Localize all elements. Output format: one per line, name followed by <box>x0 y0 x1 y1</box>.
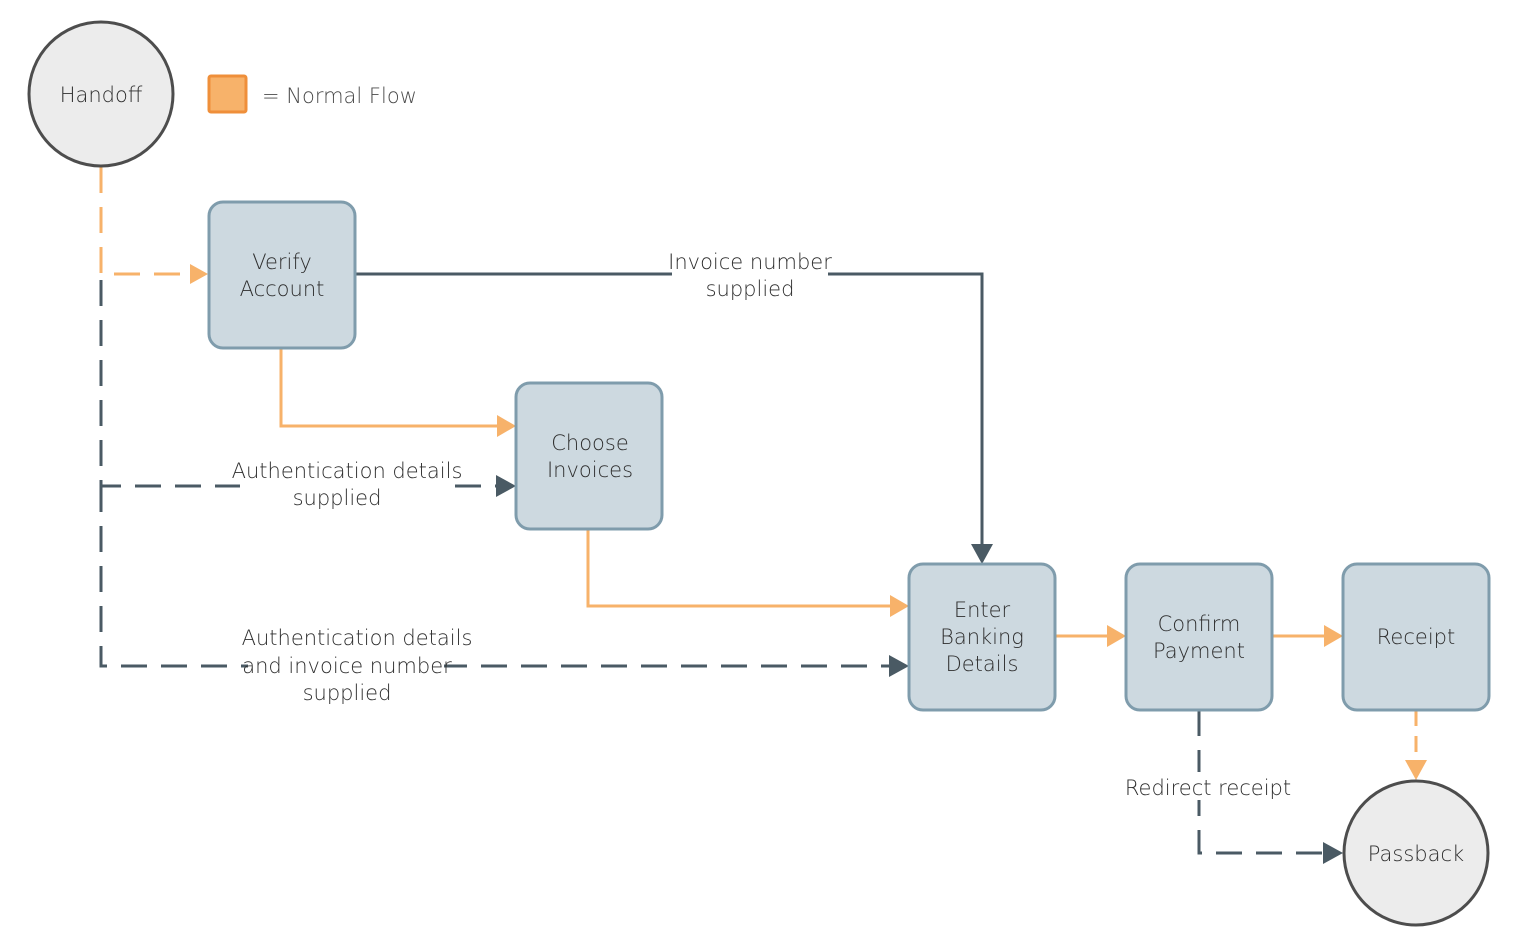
node-passback: Passback <box>1342 779 1490 927</box>
edge-label-line: supplied <box>706 277 795 301</box>
node-label-line: Banking <box>940 625 1024 649</box>
edge-label-line: Invoice number <box>668 250 832 274</box>
edge-confirm-to-passback <box>1197 710 1343 864</box>
edge-label-auth-and-invoice-supplied: Authentication details and invoice numbe… <box>242 626 473 705</box>
legend-label: = Normal Flow <box>262 84 417 108</box>
node-label-line: Details <box>946 652 1019 676</box>
edge-label-text: Redirect receipt <box>1125 776 1291 800</box>
edge-choose-to-enter-banking <box>586 529 909 617</box>
edge-enter-banking-to-confirm <box>1055 625 1126 647</box>
node-handoff: Handoff <box>27 20 175 168</box>
edge-label-line: supplied <box>303 681 392 705</box>
node-label-line: Choose <box>551 431 629 455</box>
node-label: Receipt <box>1377 625 1455 649</box>
node-verify-account: Verify Account <box>207 200 357 350</box>
legend-swatch-normal-flow <box>207 74 248 114</box>
legend: = Normal Flow <box>207 74 417 114</box>
node-label: Passback <box>1368 842 1464 866</box>
node-label-line: Account <box>240 277 325 301</box>
edge-handoff-to-enter-banking <box>99 486 909 677</box>
edge-label-invoice-number-supplied: Invoice number supplied <box>668 248 832 301</box>
edge-label-auth-details-supplied: Authentication details supplied <box>232 459 463 510</box>
edge-label-line: Authentication details <box>242 626 473 650</box>
node-label-line: Enter <box>954 598 1011 622</box>
edge-label-line: and invoice number <box>242 654 452 678</box>
edge-verify-to-choose-invoices <box>279 348 516 437</box>
edge-verify-to-enter-banking <box>355 272 993 564</box>
node-enter-banking-details: Enter Banking Details <box>907 562 1057 712</box>
node-confirm-payment: Confirm Payment <box>1124 562 1274 712</box>
node-label-line: Invoices <box>547 458 633 482</box>
node-label-line: Payment <box>1153 639 1245 663</box>
edge-handoff-to-verify-account <box>99 167 208 284</box>
node-label-line: Verify <box>252 250 312 274</box>
node-label-line: Confirm <box>1158 612 1241 636</box>
edge-confirm-to-receipt <box>1272 625 1343 647</box>
edge-receipt-to-passback <box>1405 710 1427 780</box>
edge-label-redirect-receipt: Redirect receipt <box>1125 772 1291 800</box>
node-choose-invoices: Choose Invoices <box>514 381 664 531</box>
node-receipt: Receipt <box>1341 562 1491 712</box>
edge-label-line: supplied <box>293 486 382 510</box>
edge-label-line: Authentication details <box>232 459 463 483</box>
node-label: Handoff <box>60 83 143 107</box>
